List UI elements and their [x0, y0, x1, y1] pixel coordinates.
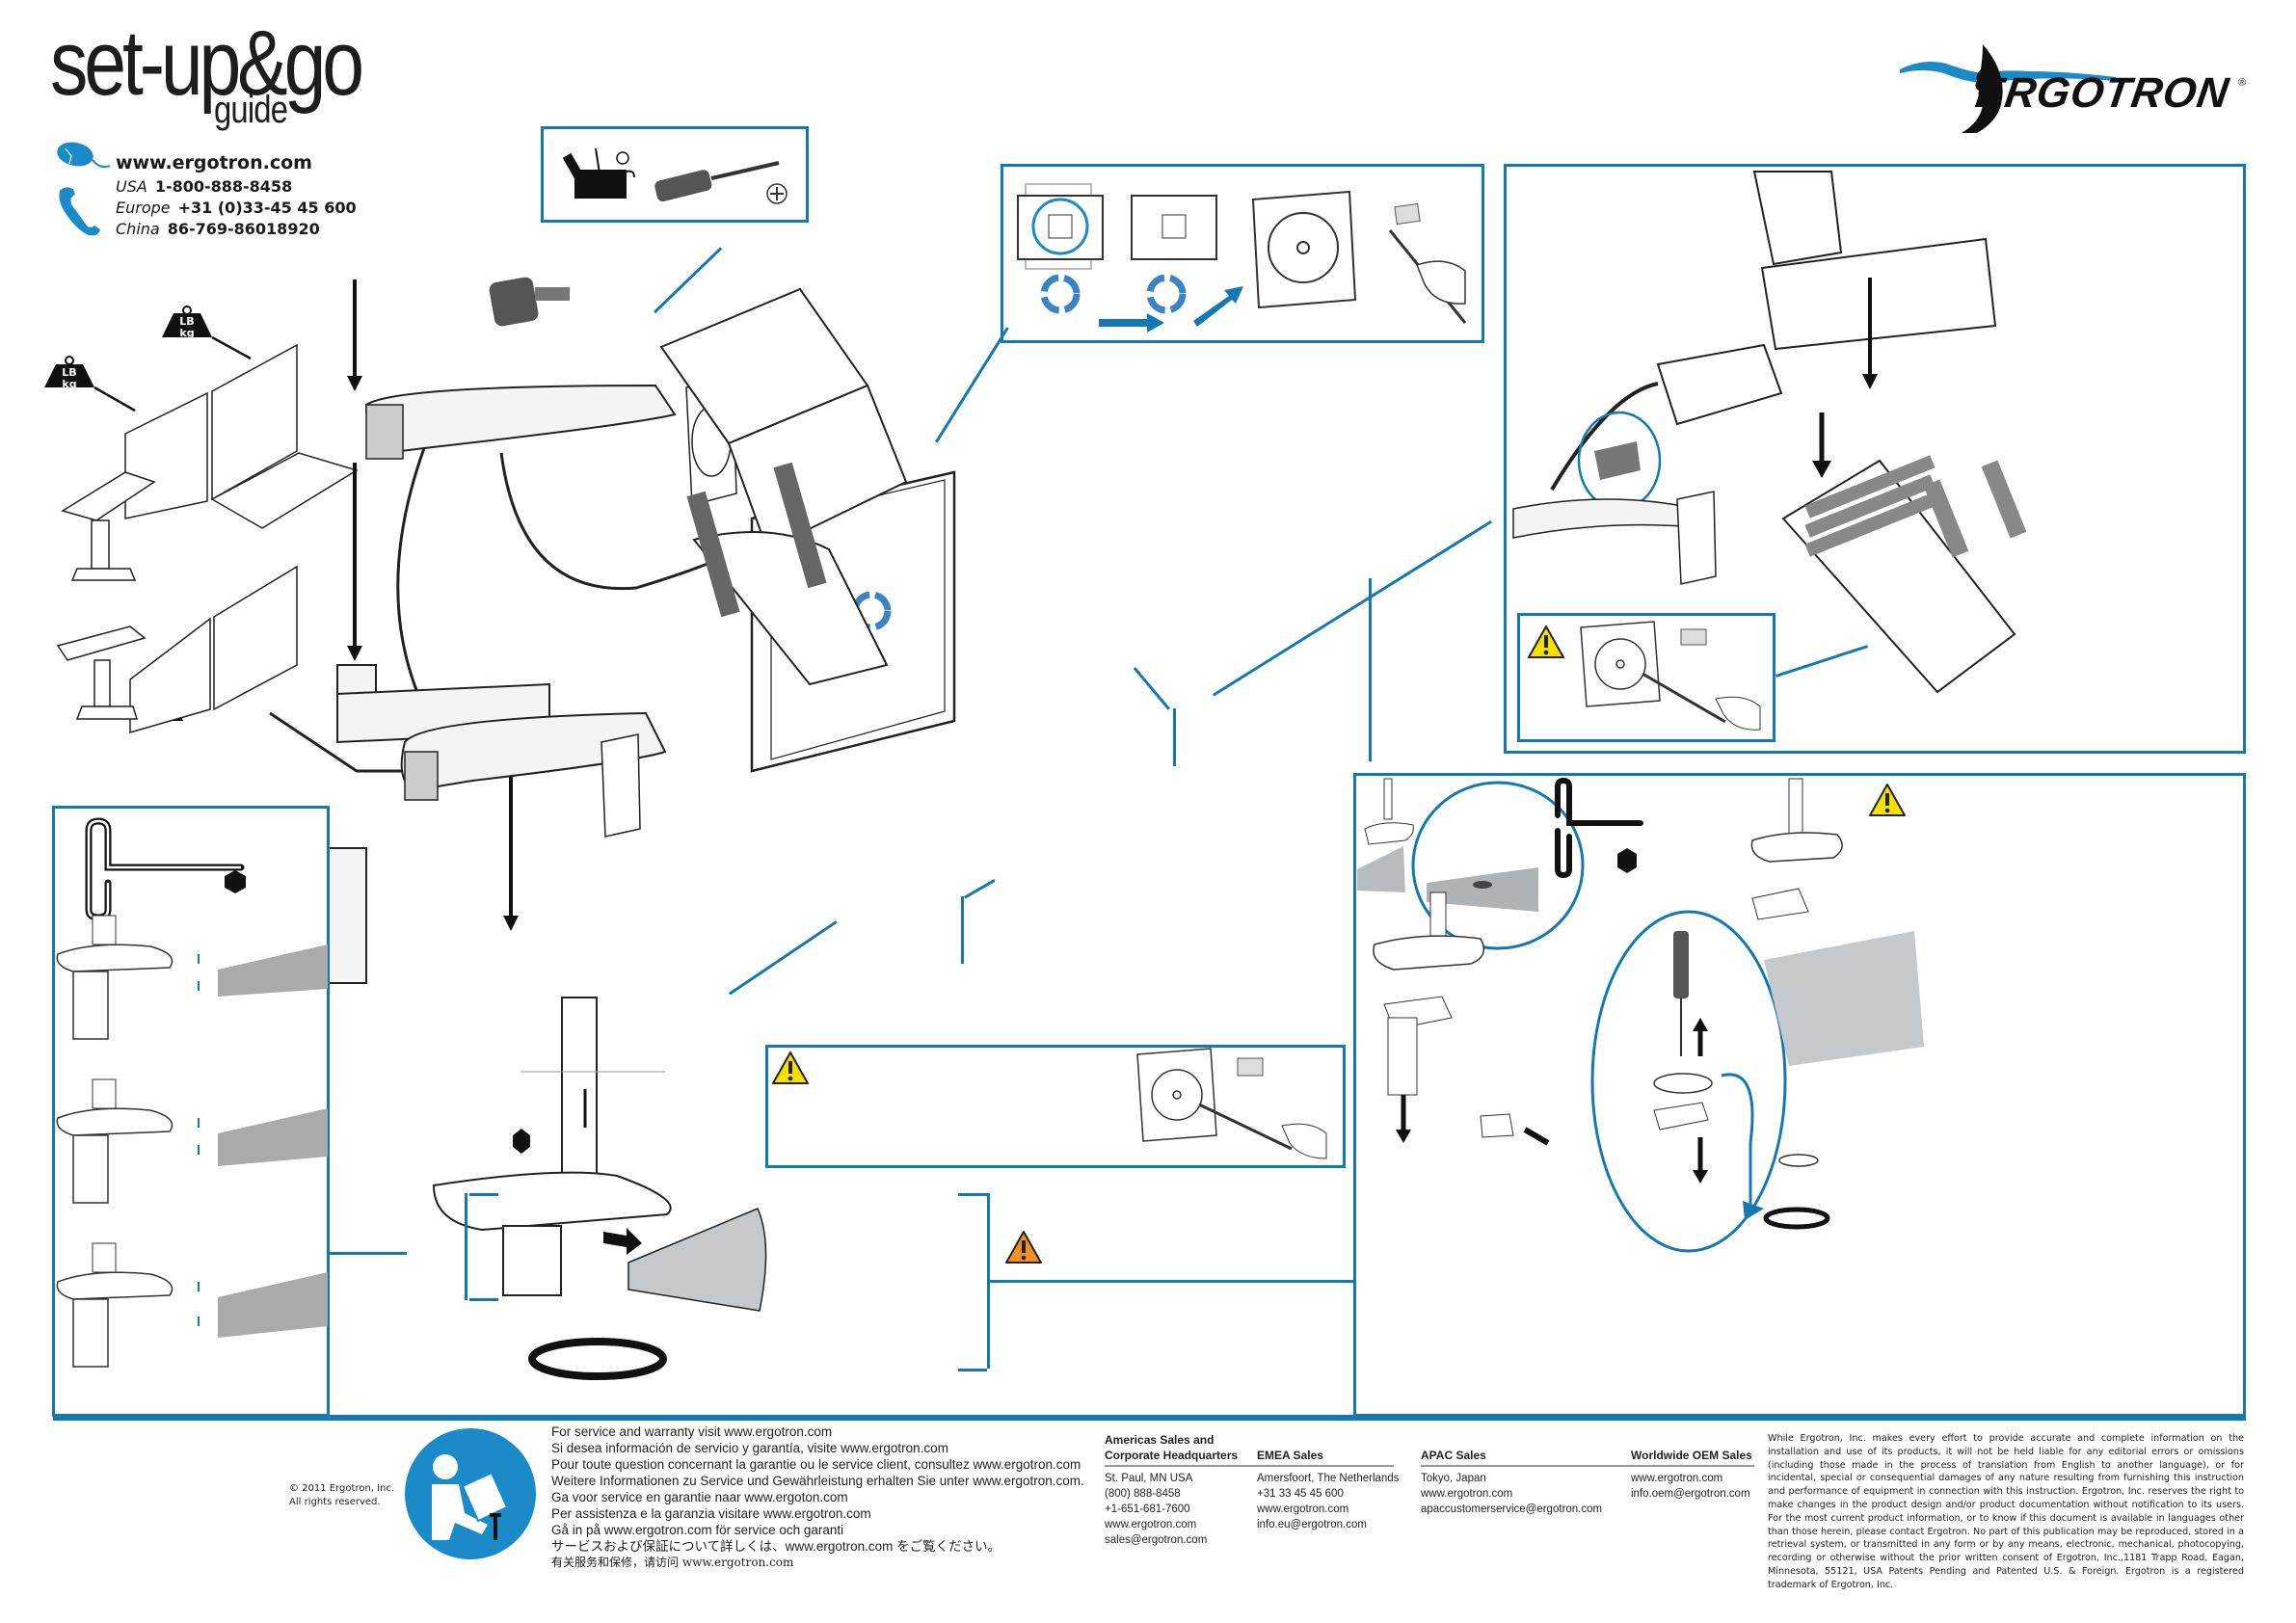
sales-line[interactable]: info.eu@ergotron.com — [1257, 1519, 1367, 1530]
weight-label: LB — [179, 315, 194, 328]
service-line: Pour toute question concernant la garant… — [551, 1457, 1081, 1472]
sales-heading: EMEA Sales — [1257, 1449, 1323, 1462]
hex-nut-icon — [225, 870, 246, 893]
service-line: For service and warranty visit www.ergot… — [551, 1424, 833, 1439]
phone-icon — [59, 187, 100, 236]
sales-line: +1-651-681-7600 — [1105, 1503, 1190, 1515]
phone-usa: USA 1-800-888-8458 — [116, 177, 292, 196]
phone-number: +31 (0)33-45 45 600 — [177, 199, 357, 217]
sales-line[interactable]: www.ergotron.com — [1257, 1503, 1349, 1515]
clamp-thickness-illustrations — [56, 915, 328, 1368]
read-manual-icon — [405, 1428, 536, 1559]
sales-heading: Americas Sales and — [1105, 1433, 1215, 1447]
phone-region: USA — [116, 177, 147, 196]
guide-title: set-up&go — [50, 12, 364, 115]
clamp-step — [56, 1242, 328, 1368]
sales-line: +31 33 45 45 600 — [1257, 1488, 1344, 1500]
sales-heading: Worldwide OEM Sales — [1631, 1449, 1752, 1462]
sales-line[interactable]: sales@ergotron.com — [1105, 1534, 1208, 1546]
pole-clamp-illustration — [432, 997, 767, 1380]
copyright-line: © 2011 Ergotron, Inc. — [289, 1483, 395, 1494]
vesa-plate-screw-illustration — [1580, 621, 1761, 731]
service-line: Gå in på www.ergotron.com för service oc… — [551, 1523, 844, 1537]
sales-line[interactable]: www.ergotron.com — [1105, 1519, 1197, 1530]
sales-line: Tokyo, Japan — [1421, 1473, 1486, 1484]
callout-line — [990, 1280, 1356, 1283]
phone-region: Europe — [116, 199, 171, 217]
registered-mark: ® — [2238, 77, 2247, 89]
callout-line — [1369, 578, 1372, 761]
toolbox-icon — [562, 147, 635, 199]
bracket-line — [469, 1193, 498, 1196]
service-line: Weitere Informationen zu Service und Gew… — [551, 1474, 1084, 1488]
tools-required-box — [541, 126, 809, 223]
service-warranty-list: For service and warranty visit www.ergot… — [551, 1423, 1084, 1571]
phone-number: 86-769-86018920 — [167, 220, 320, 238]
sales-apac: APAC Sales Tokyo, Japan www.ergotron.com… — [1421, 1432, 1602, 1517]
grommet-mount-illustration — [1357, 777, 1924, 1253]
service-line: Per assistenza e la garanzia visitare ww… — [551, 1506, 871, 1521]
phillips-screwdriver-icon — [654, 161, 788, 204]
sales-line[interactable]: www.ergotron.com — [1421, 1488, 1513, 1500]
sales-line: (800) 888-8458 — [1105, 1488, 1181, 1500]
rotate-icon — [851, 591, 892, 631]
warning-icon — [1528, 625, 1564, 658]
ergotron-logo-text: ERGOTRON — [1972, 69, 2232, 117]
bracket-line — [958, 1369, 987, 1371]
sales-oem: Worldwide OEM Sales www.ergotron.com inf… — [1631, 1432, 1752, 1502]
service-line: Ga voor service en garantie naar www.erg… — [551, 1490, 848, 1504]
laptop-tray-assembly-illustration — [1512, 171, 2027, 694]
weight-label: kg — [179, 327, 194, 339]
vesa-warning-box-center — [765, 1045, 1346, 1168]
clamp-step — [56, 915, 328, 1040]
legal-disclaimer: While Ergotron, Inc. makes every effort … — [1768, 1433, 2244, 1590]
warning-icon — [772, 1051, 809, 1084]
service-line: 有关服务和保修，请访问 www.ergotron.com — [551, 1556, 794, 1569]
rotate-icon — [1040, 274, 1187, 314]
callout-line — [330, 1252, 407, 1255]
guide-subtitle: guide — [214, 89, 288, 131]
sales-line[interactable]: info.oem@ergotron.com — [1631, 1488, 1750, 1500]
phone-number: 1-800-888-8458 — [154, 177, 293, 196]
weight-label: LB — [62, 366, 76, 379]
laptop-tray-box — [1504, 164, 2246, 754]
footer-divider — [53, 1415, 2246, 1421]
sales-divider — [1105, 1465, 1394, 1467]
bracket-line — [469, 1298, 498, 1301]
sales-line[interactable]: apaccustomerservice@ergotron.com — [1421, 1503, 1603, 1515]
vesa-rotation-illustration — [1017, 183, 1467, 333]
copyright: © 2011 Ergotron, Inc. All rights reserve… — [289, 1482, 394, 1509]
ergotron-logo-mark — [1900, 44, 2116, 133]
phone-region: China — [116, 220, 160, 238]
vesa-rotation-box — [1001, 164, 1484, 343]
vesa-warning-box — [1517, 613, 1775, 742]
website-link[interactable]: www.ergotron.com — [116, 152, 312, 173]
callout-line — [1173, 708, 1176, 766]
service-line: Si desea información de servicio y garan… — [551, 1441, 948, 1455]
clamp-step — [56, 1078, 328, 1204]
phone-europe: Europe +31 (0)33-45 45 600 — [116, 199, 357, 217]
warning-icon — [1869, 784, 1906, 816]
sales-divider — [1421, 1465, 1754, 1467]
sales-line: Amersfoort, The Netherlands — [1257, 1473, 1400, 1484]
service-line: サービスおよび保証について詳しくは、www.ergotron.com をご覧くだ… — [551, 1539, 1001, 1554]
caution-icon — [1005, 1231, 1042, 1264]
sales-emea: EMEA Sales Amersfoort, The Netherlands +… — [1257, 1432, 1399, 1532]
weight-label: kg — [62, 378, 76, 390]
mouse-icon — [57, 142, 111, 169]
bracket-line — [465, 1193, 467, 1300]
sales-line[interactable]: www.ergotron.com — [1631, 1473, 1723, 1484]
sales-line: St. Paul, MN USA — [1105, 1473, 1193, 1484]
vesa-plate-screw-illustration — [1136, 1048, 1327, 1159]
copyright-line: All rights reserved. — [289, 1497, 381, 1507]
sales-heading: Corporate Headquarters — [1105, 1449, 1239, 1462]
sales-heading: APAC Sales — [1421, 1449, 1486, 1462]
dual-arm-assembly-illustration — [269, 277, 956, 984]
bracket-line — [958, 1193, 987, 1196]
phone-china: China 86-769-86018920 — [116, 220, 320, 238]
callout-line — [961, 896, 964, 964]
